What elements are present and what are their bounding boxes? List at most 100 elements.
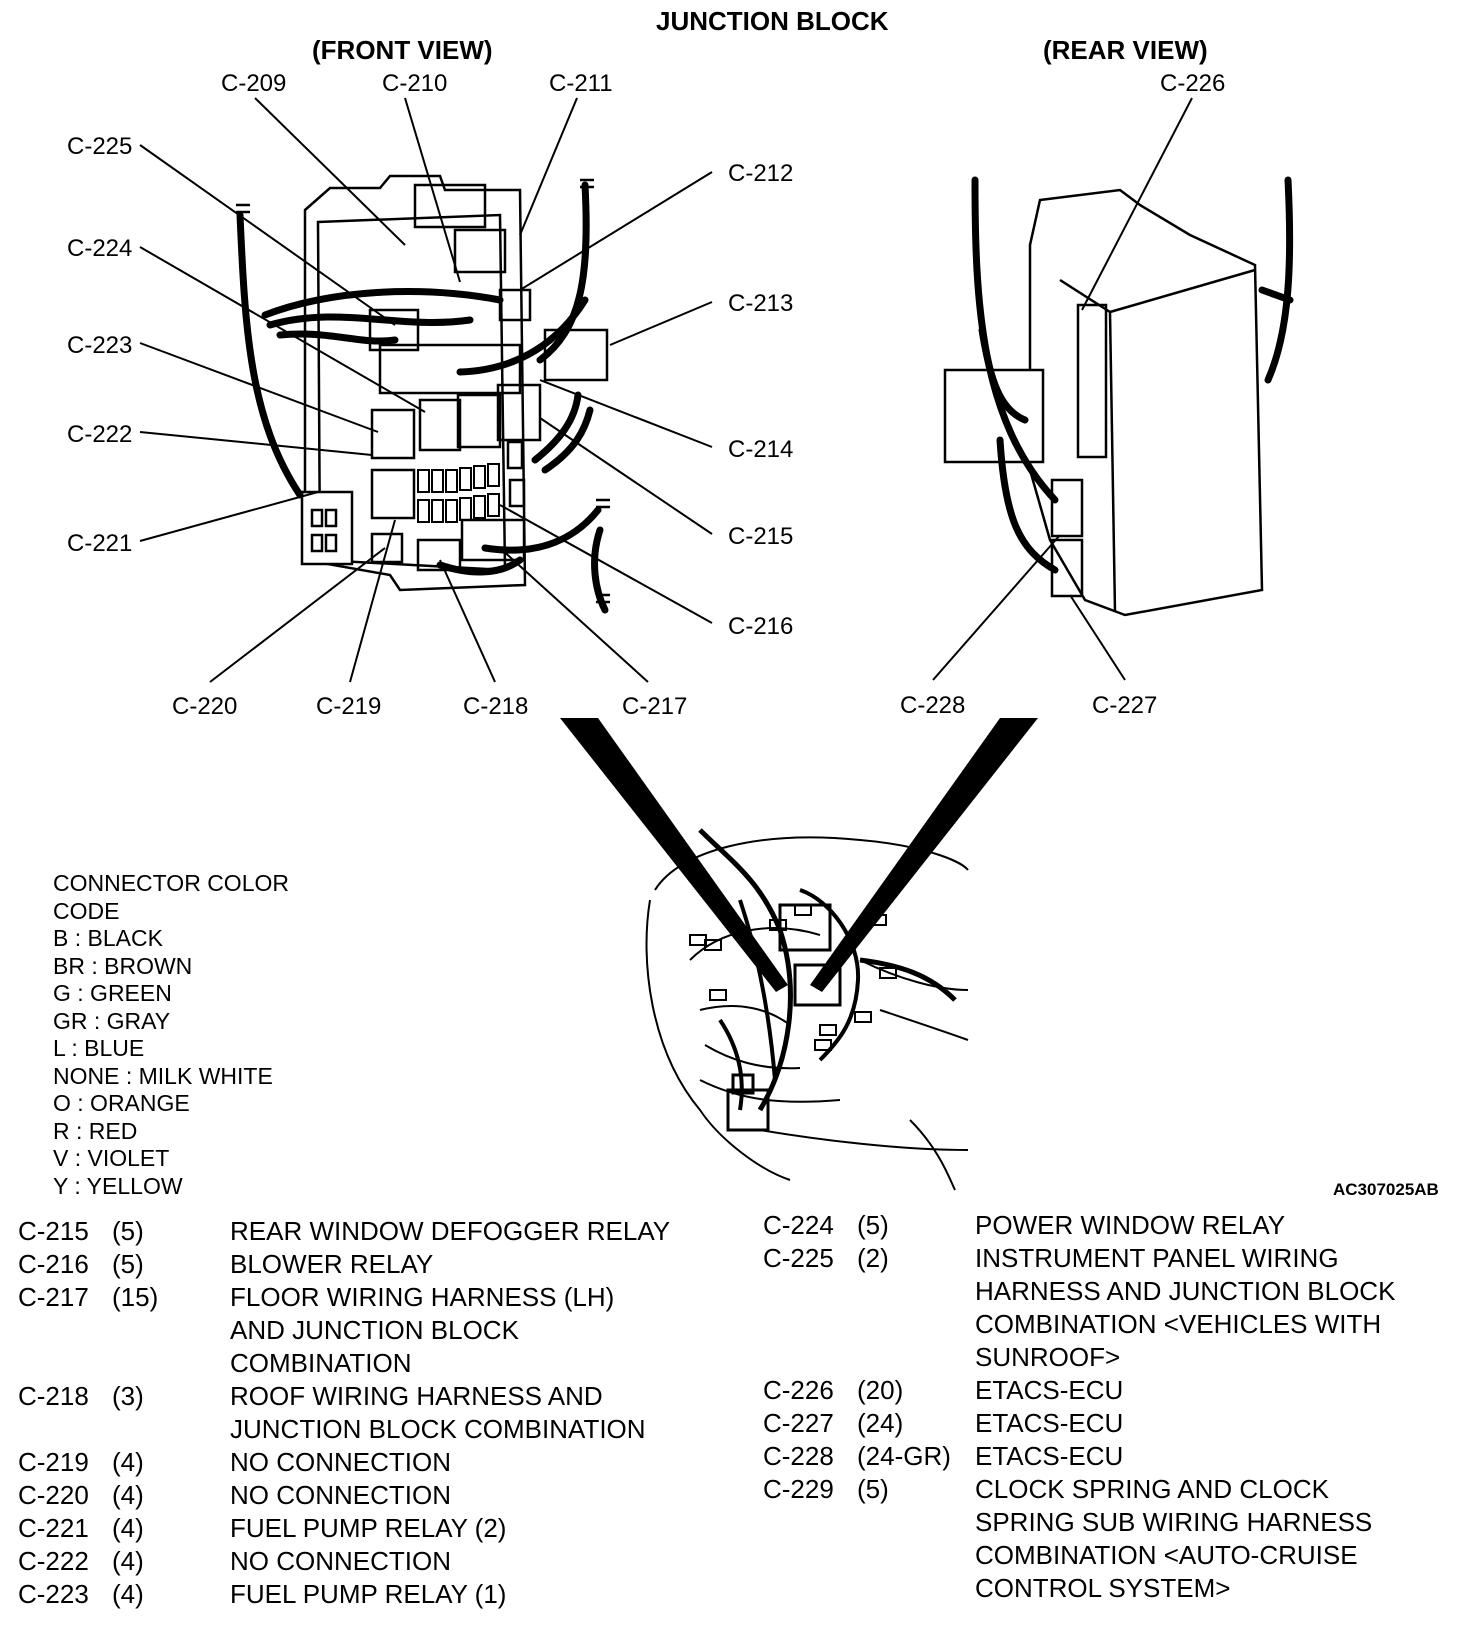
connector-label-c216: C-216	[728, 613, 794, 640]
legend-pin-count: (20)	[857, 1375, 904, 1405]
legend-description: INSTRUMENT PANEL WIRING	[975, 1243, 1339, 1273]
legend-pin-count: (2)	[857, 1243, 889, 1273]
connector-label-c226: C-226	[1160, 70, 1226, 97]
legend-connector-id: C-222	[18, 1546, 89, 1576]
figure-reference: AC307025AB	[1333, 1180, 1439, 1199]
color-code-item: O : ORANGE	[53, 1090, 190, 1116]
front-view-junction-block	[300, 174, 609, 592]
dashboard-location-sketch	[645, 828, 969, 1191]
legend-connector-id: C-227	[763, 1408, 834, 1438]
color-code-item: Y : YELLOW	[53, 1172, 183, 1199]
rear-view-label: (REAR VIEW)	[1043, 35, 1208, 65]
legend-description: FLOOR WIRING HARNESS (LH)	[230, 1282, 615, 1312]
legend-description: JUNCTION BLOCK COMBINATION	[230, 1414, 646, 1444]
legend-description: ROOF WIRING HARNESS AND	[230, 1381, 603, 1411]
color-code-item: GR : GRAY	[53, 1007, 171, 1034]
connector-label-c218: C-218	[463, 693, 529, 720]
legend-description: ETACS-ECU	[975, 1441, 1124, 1471]
connector-label-c209: C-209	[221, 70, 287, 97]
legend-pin-count: (24)	[857, 1408, 904, 1438]
legend-pin-count: (4)	[112, 1480, 144, 1510]
color-code-title-line2: CODE	[53, 897, 120, 924]
legend-description: NO CONNECTION	[230, 1546, 451, 1576]
legend-description: COMBINATION <AUTO-CRUISE	[975, 1540, 1358, 1570]
connector-legend-right: C-224 (5) POWER WINDOW RELAY C-225 (2) I…	[763, 1209, 1463, 1629]
color-code-title-line1: CONNECTOR COLOR	[53, 870, 289, 896]
legend-connector-id: C-229	[763, 1474, 834, 1504]
legend-description: FUEL PUMP RELAY (1)	[230, 1579, 507, 1609]
legend-description: REAR WINDOW DEFOGGER RELAY	[230, 1216, 671, 1246]
callout-wedge-right	[810, 718, 1038, 992]
rear-view-harness	[971, 176, 1294, 574]
connector-label-c224: C-224	[67, 235, 133, 262]
legend-connector-id: C-218	[18, 1381, 89, 1411]
rear-view-junction-block	[943, 188, 1264, 617]
color-code-item: R : RED	[53, 1117, 138, 1144]
legend-connector-id: C-226	[763, 1375, 834, 1405]
connector-label-c225: C-225	[67, 133, 133, 160]
legend-description: CONTROL SYSTEM>	[975, 1573, 1231, 1603]
legend-connector-id: C-220	[18, 1480, 89, 1510]
legend-pin-count: (4)	[112, 1447, 144, 1477]
front-view-harness	[236, 181, 609, 614]
legend-description: ETACS-ECU	[975, 1408, 1124, 1438]
legend-pin-count: (4)	[112, 1546, 144, 1576]
rear-leader-lines	[932, 97, 1193, 681]
legend-connector-id: C-224	[763, 1210, 834, 1240]
legend-description: POWER WINDOW RELAY	[975, 1210, 1286, 1240]
diagram-title: JUNCTION BLOCK	[656, 6, 889, 36]
callout-wedge-left	[560, 718, 788, 992]
legend-description: NO CONNECTION	[230, 1447, 451, 1477]
legend-connector-id: C-223	[18, 1579, 89, 1609]
connector-label-c220: C-220	[172, 693, 238, 720]
legend-connector-id: C-225	[763, 1243, 834, 1273]
legend-pin-count: (24-GR)	[857, 1441, 951, 1471]
legend-description: COMBINATION <VEHICLES WITH	[975, 1309, 1382, 1339]
connector-label-c214: C-214	[728, 436, 794, 463]
legend-description: SPRING SUB WIRING HARNESS	[975, 1507, 1373, 1537]
connector-color-code: CONNECTOR COLOR CODE B : BLACK BR : BROW…	[53, 870, 289, 1200]
legend-connector-id: C-216	[18, 1249, 89, 1279]
legend-pin-count: (3)	[112, 1381, 144, 1411]
legend-description: ETACS-ECU	[975, 1375, 1124, 1405]
connector-label-c215: C-215	[728, 523, 794, 550]
connector-label-c212: C-212	[728, 160, 794, 187]
color-code-item: V : VIOLET	[53, 1145, 170, 1171]
color-code-item: B : BLACK	[53, 925, 163, 951]
connector-label-c227: C-227	[1092, 692, 1158, 719]
legend-description: SUNROOF>	[975, 1342, 1121, 1372]
connector-label-c222: C-222	[67, 421, 133, 448]
legend-pin-count: (5)	[857, 1210, 889, 1240]
legend-pin-count: (4)	[112, 1513, 144, 1543]
legend-description: CLOCK SPRING AND CLOCK	[975, 1474, 1329, 1504]
legend-description: AND JUNCTION BLOCK	[230, 1315, 519, 1345]
connector-label-c211: C-211	[549, 70, 613, 97]
connector-label-c217: C-217	[622, 693, 688, 720]
legend-pin-count: (4)	[112, 1579, 144, 1609]
connector-label-c210: C-210	[382, 70, 448, 97]
legend-pin-count: (5)	[112, 1216, 144, 1246]
legend-description: NO CONNECTION	[230, 1480, 451, 1510]
legend-connector-id: C-221	[18, 1513, 89, 1543]
legend-pin-count: (5)	[112, 1249, 144, 1279]
legend-description: COMBINATION	[230, 1348, 412, 1378]
connector-label-c221: C-221	[67, 530, 133, 557]
connector-label-c228: C-228	[900, 692, 966, 719]
connector-legend-left: C-215 (5) REAR WINDOW DEFOGGER RELAY C-2…	[18, 1215, 738, 1635]
connector-label-c223: C-223	[67, 332, 133, 359]
legend-description: BLOWER RELAY	[230, 1249, 434, 1279]
front-view-label: (FRONT VIEW)	[312, 35, 493, 65]
connector-label-c213: C-213	[728, 290, 794, 317]
color-code-item: NONE : MILK WHITE	[53, 1062, 273, 1089]
front-leader-lines	[139, 97, 713, 683]
legend-pin-count: (15)	[112, 1282, 159, 1312]
color-code-item: BR : BROWN	[53, 952, 193, 979]
legend-connector-id: C-219	[18, 1447, 89, 1477]
legend-pin-count: (5)	[857, 1474, 889, 1504]
legend-connector-id: C-215	[18, 1216, 89, 1246]
legend-connector-id: C-228	[763, 1441, 834, 1471]
legend-description: HARNESS AND JUNCTION BLOCK	[975, 1276, 1396, 1306]
legend-connector-id: C-217	[18, 1282, 89, 1312]
legend-description: FUEL PUMP RELAY (2)	[230, 1513, 507, 1543]
